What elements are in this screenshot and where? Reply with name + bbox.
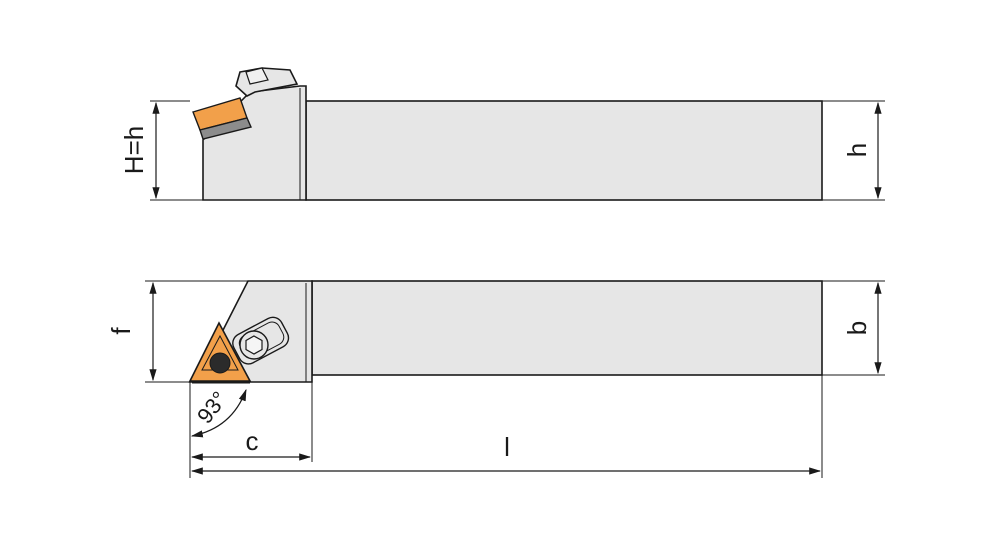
dim-label-H: H=h: [119, 126, 149, 174]
side-clamp-top: [245, 67, 269, 85]
angle-label: 93°: [192, 387, 232, 429]
side-shank: [305, 100, 823, 201]
insert-screw: [209, 352, 231, 374]
side-head: [202, 85, 307, 201]
dim-label-l: l: [504, 432, 510, 462]
angle-arc: [190, 388, 247, 438]
side-insert-underside: [199, 117, 252, 140]
top-shank: [311, 280, 823, 376]
top-view: f b 93° c l: [106, 280, 885, 478]
side-view: H=h h: [119, 67, 885, 201]
dim-label-c: c: [246, 426, 259, 456]
triangular-insert: [188, 321, 252, 382]
dim-label-f: f: [106, 327, 136, 335]
dim-label-h: h: [842, 143, 872, 157]
hex-socket-icon: [245, 335, 263, 355]
dim-label-b: b: [842, 321, 872, 335]
